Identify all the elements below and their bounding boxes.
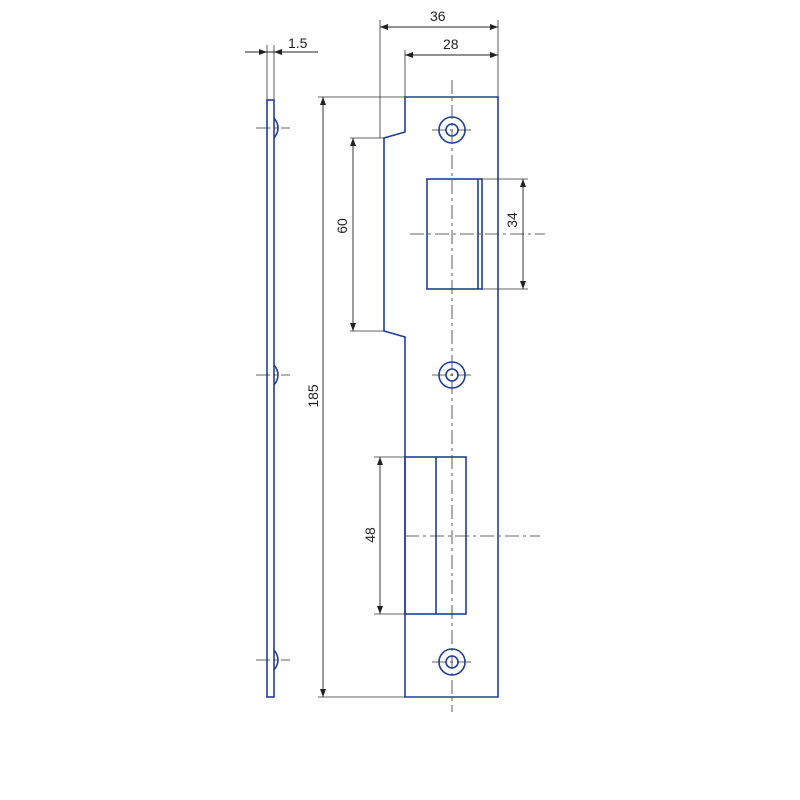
side-view: 1.5: [245, 35, 318, 698]
plate-width-dimension: 28: [443, 36, 459, 52]
plate-outline: [383, 96, 499, 698]
screw-hole-middle: [432, 361, 472, 389]
screw-hole-top: [432, 116, 472, 144]
side-view-profile: [266, 99, 275, 698]
total-height-dimension: 185: [305, 384, 321, 408]
upper-opening: [410, 178, 545, 290]
lower-opening-dimension: 48: [362, 527, 378, 543]
thickness-dimension: 1.5: [288, 35, 308, 51]
total-width-dimension: 36: [430, 8, 446, 24]
lower-opening: [404, 456, 540, 615]
front-view: [383, 80, 545, 712]
front-view-dimensions: 36 28 185 60 34 48: [305, 8, 528, 698]
side-countersink-top: [273, 117, 279, 139]
upper-opening-dimension: 34: [504, 212, 520, 228]
side-countersink-bottom: [273, 649, 279, 671]
screw-hole-bottom: [432, 648, 472, 676]
side-countersink-middle: [273, 364, 279, 386]
lip-length-dimension: 60: [334, 218, 350, 234]
